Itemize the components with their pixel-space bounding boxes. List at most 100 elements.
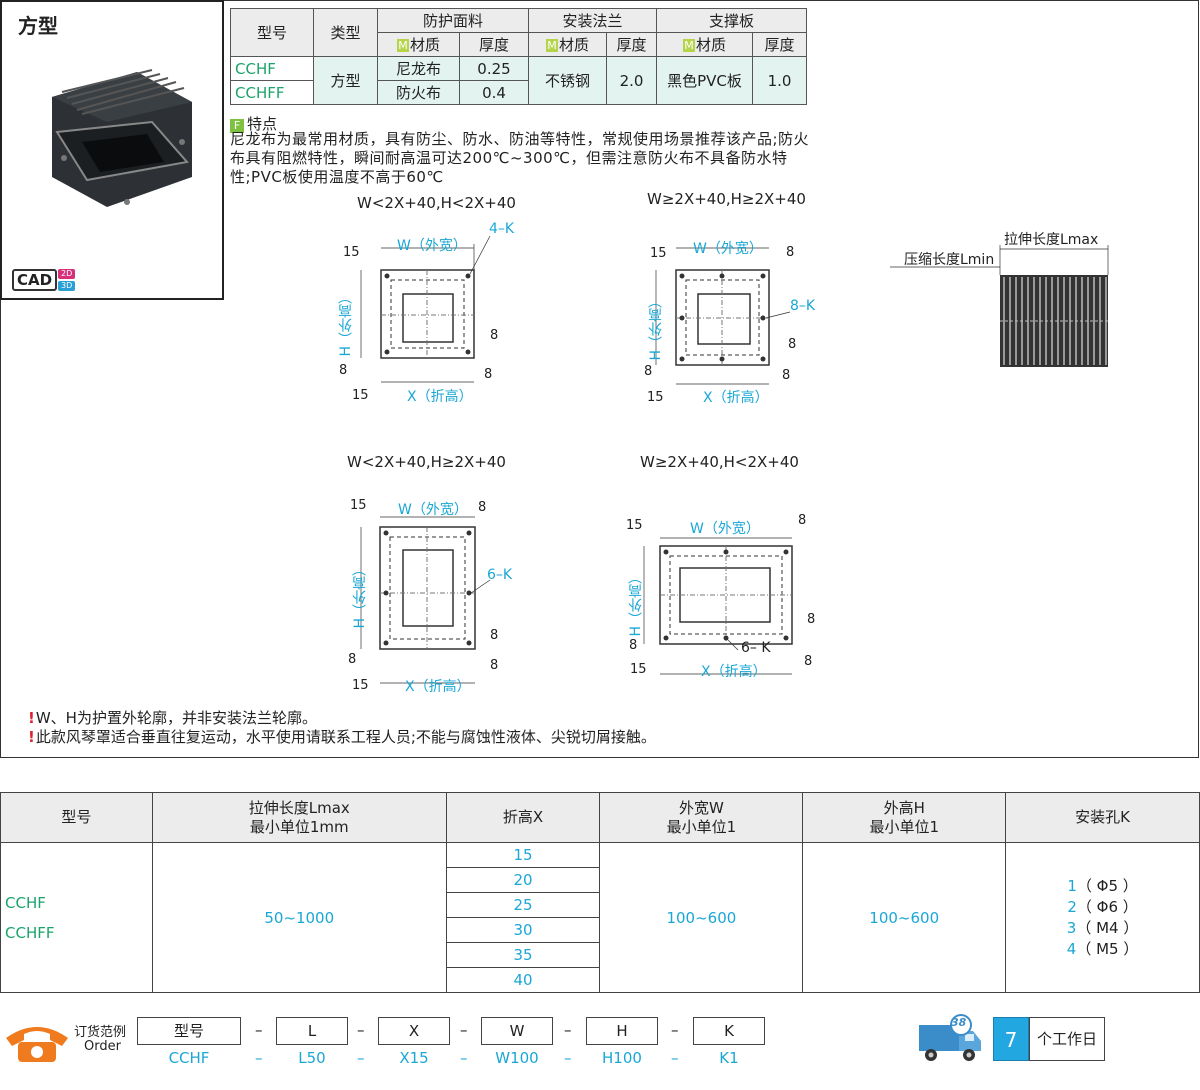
sel-height: 100~600: [802, 842, 1007, 993]
order-sep: –: [671, 1049, 679, 1067]
diagram-1: [360, 235, 491, 383]
note-1: !W、H为护置外轮廓，并非安装法兰轮廓。: [28, 709, 317, 727]
d4-holes-label: 6– K: [741, 640, 771, 656]
d2-dim-8a: 8: [644, 364, 653, 379]
order-sep: –: [357, 1049, 365, 1067]
order-field-w: W: [481, 1017, 553, 1045]
d4-dim-8c: 8: [798, 513, 807, 528]
d1-width-label: W（外宽）: [397, 238, 467, 254]
cover-material-1: 尼龙布: [377, 56, 460, 81]
d2-dim-8d: 8: [788, 337, 797, 352]
sel-model-cchff[interactable]: CCHFF: [5, 923, 55, 942]
d2-fold-label: X（折高）: [703, 390, 769, 406]
order-sep: –: [255, 1021, 263, 1039]
diagram-4: [643, 537, 793, 675]
sel-model-cchf[interactable]: CCHF: [5, 893, 46, 912]
sel-col-height: 外高H 最小单位1: [802, 792, 1007, 843]
diagram-1-title: W<2X+40,H<2X+40: [357, 194, 516, 212]
hole-option[interactable]: 1（ Φ5 ）: [1067, 876, 1138, 895]
d4-fold-label: X（折高）: [701, 664, 767, 680]
sel-models: CCHF CCHFF: [0, 842, 153, 993]
order-field-l: L: [276, 1017, 348, 1045]
sel-holes: 1（ Φ5 ） 2（ Φ6 ） 3（ M4 ） 4（ M5 ）: [1005, 842, 1200, 993]
sel-lmax: 50~1000: [151, 842, 447, 993]
order-sep: –: [255, 1049, 263, 1067]
d1-height-label: H（外高）: [338, 290, 354, 357]
features-badge: F: [230, 119, 244, 133]
model-cchff[interactable]: CCHFF: [230, 80, 314, 105]
features-text: 尼龙布为最常用材质，具有防尘、防水、防油等特性，常规使用场景推荐该产品;防火布具…: [230, 130, 810, 186]
d2-dim-8c: 8: [786, 245, 795, 260]
hole-option[interactable]: 2（ Φ6 ）: [1067, 897, 1138, 916]
hole-option[interactable]: 3（ M4 ）: [1066, 918, 1139, 937]
truck-icon: [919, 1014, 981, 1061]
col-support-thickness: 厚度: [752, 32, 807, 57]
truck-badge: 38: [951, 1016, 967, 1029]
sel-col-fold: 折高X: [445, 792, 601, 843]
order-field-h: H: [586, 1017, 658, 1045]
product-title: 方型: [18, 14, 58, 38]
d3-dim-8c: 8: [478, 500, 487, 515]
d1-holes-label: 4–K: [489, 221, 515, 237]
d2-width-label: W（外宽）: [693, 241, 763, 257]
order-value-k: K1: [719, 1049, 739, 1067]
order-value-h: H100: [602, 1049, 642, 1067]
flange-thickness: 2.0: [606, 56, 657, 105]
order-label-en: Order: [84, 1039, 121, 1054]
d3-dim-8a: 8: [348, 652, 357, 667]
cad-2d-badge[interactable]: 2D: [58, 269, 76, 279]
order-sep: –: [460, 1049, 468, 1067]
d2-dim-8b: 8: [782, 368, 791, 383]
cover-thickness-2: 0.4: [459, 80, 529, 105]
d4-dim-15b: 15: [626, 518, 643, 533]
d1-dim-8a: 8: [339, 363, 348, 378]
fold-option[interactable]: 40: [513, 971, 533, 989]
flange-material: 不锈钢: [528, 56, 607, 105]
cover-material-2: 防火布: [377, 80, 460, 105]
hole-option[interactable]: 4（ M5 ）: [1066, 939, 1139, 958]
fold-option[interactable]: 15: [446, 843, 600, 868]
support-material: 黑色PVC板: [656, 56, 753, 105]
diagram-3: [360, 516, 491, 684]
d4-height-label: H（外高）: [628, 570, 644, 637]
sel-width: 100~600: [599, 842, 804, 993]
d1-dim-8b: 8: [484, 367, 493, 382]
order-value-x: X15: [399, 1049, 429, 1067]
d1-dim-15b: 15: [343, 245, 360, 260]
d3-dim-8d: 8: [490, 628, 499, 643]
note-2: !此款风琴罩适合垂直往复运动，水平使用请联系工程人员;不能与腐蚀性液体、尖锐切屑…: [28, 728, 656, 746]
order-value-model: CCHF: [168, 1049, 210, 1067]
cover-thickness-1: 0.25: [459, 56, 529, 81]
lmax-label: 拉伸长度Lmax: [1004, 232, 1099, 248]
sel-col-width: 外宽W 最小单位1: [599, 792, 804, 843]
fold-option[interactable]: 30: [446, 918, 600, 943]
col-flange-thickness: 厚度: [606, 32, 657, 57]
model-cchf[interactable]: CCHF: [230, 56, 314, 81]
sel-col-holes: 安装孔K: [1005, 792, 1200, 843]
sel-col-lmax: 拉伸长度Lmax 最小单位1mm: [151, 792, 447, 843]
fold-option[interactable]: 20: [446, 868, 600, 893]
col-type: 类型: [313, 8, 378, 57]
d4-dim-8b: 8: [804, 654, 813, 669]
d3-height-label: H（外高）: [352, 562, 368, 629]
sel-fold-heights: 15 20 25 30 35 40: [445, 842, 601, 993]
cad-3d-badge[interactable]: 3D: [58, 281, 76, 291]
col-model: 型号: [230, 8, 314, 57]
order-field-x: X: [378, 1017, 450, 1045]
d4-width-label: W（外宽）: [690, 521, 760, 537]
d1-fold-label: X（折高）: [407, 389, 473, 405]
product-image-box: 方型 CAD 2D 3D: [0, 0, 224, 300]
diagram-2: [655, 247, 791, 385]
fold-option[interactable]: 25: [446, 893, 600, 918]
d2-height-label: H（外高）: [648, 294, 664, 361]
fold-option[interactable]: 35: [446, 943, 600, 968]
order-sep: –: [671, 1021, 679, 1039]
selection-table: 型号 拉伸长度Lmax 最小单位1mm 折高X 外宽W 最小单位1 外高H 最小…: [0, 792, 1200, 993]
cad-download-button[interactable]: CAD: [12, 269, 58, 291]
order-sep: –: [460, 1021, 468, 1039]
bellows-photo: [52, 69, 192, 207]
